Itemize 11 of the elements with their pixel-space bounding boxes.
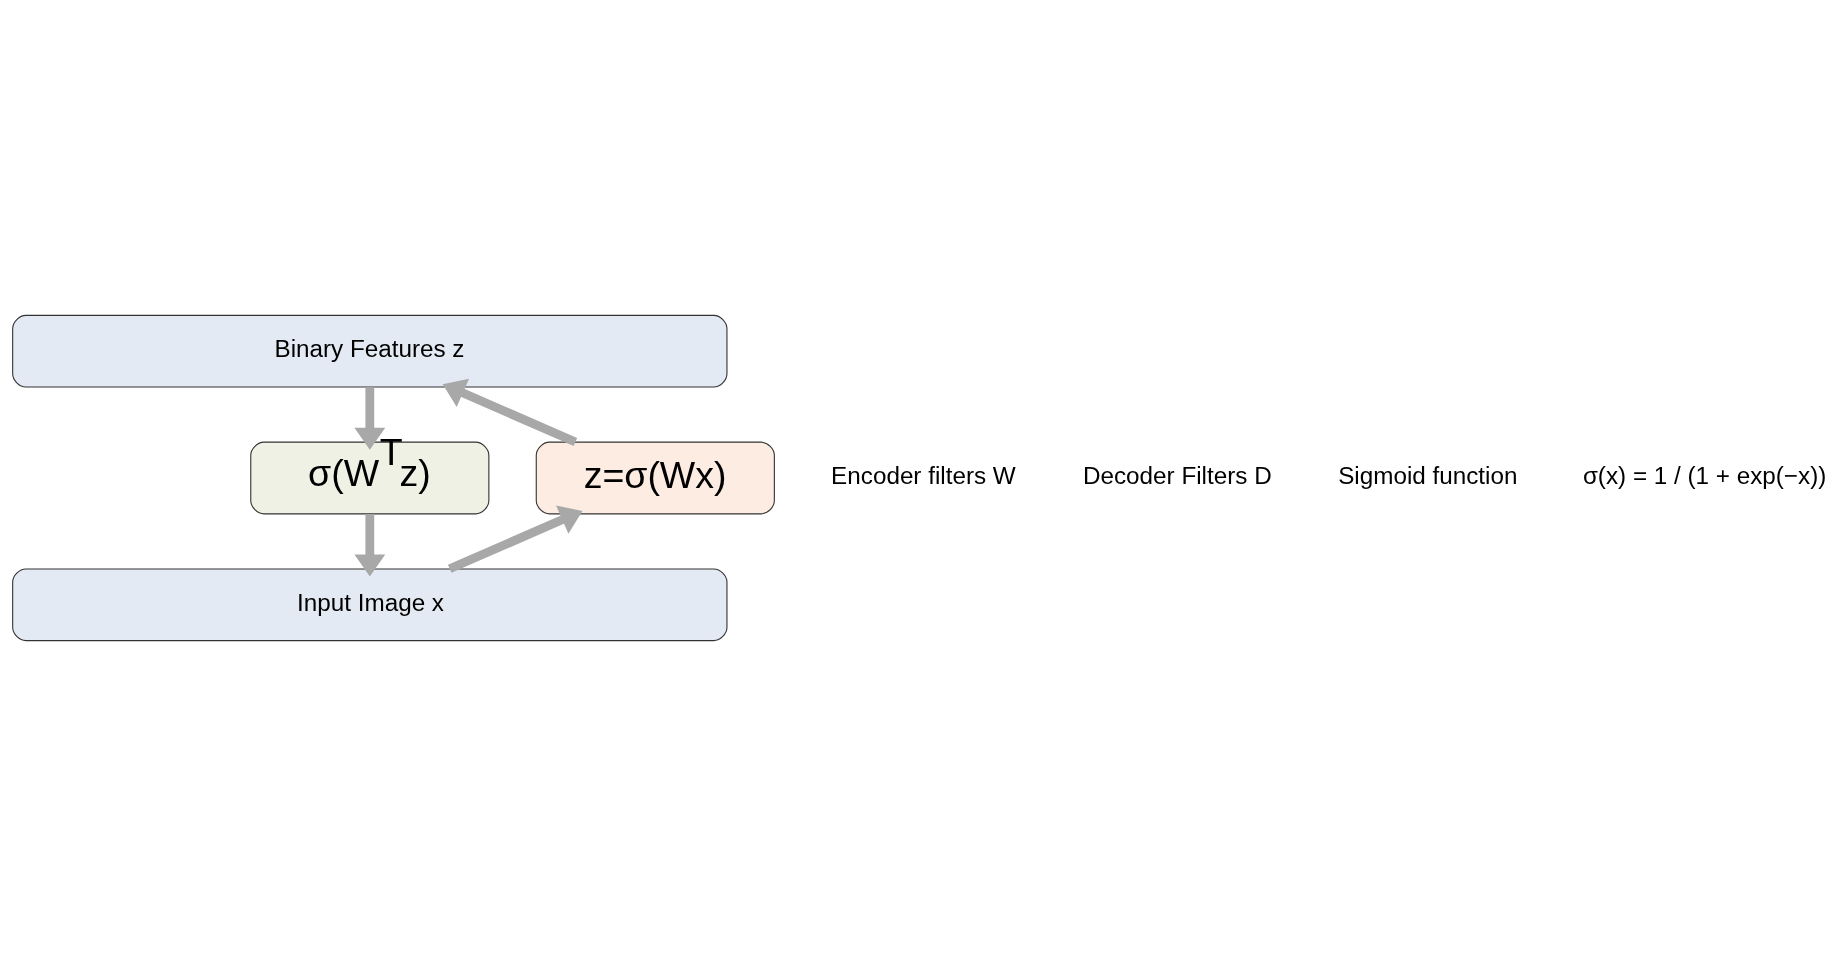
label: Sigmoid function (1338, 461, 1518, 489)
node-box: Binary Features z (12, 314, 728, 388)
label: Decoder Filters D (1083, 461, 1272, 489)
arrow (447, 505, 583, 573)
label: σ(x) = 1 / (1 + exp(−x)) (1582, 461, 1827, 489)
node-box: Input Image x (12, 567, 728, 641)
arrow (442, 378, 578, 446)
arrow (354, 513, 386, 577)
label: Encoder filters W (831, 461, 1016, 489)
arrow (354, 386, 386, 450)
node-box: z=σ(Wx) (535, 441, 775, 514)
